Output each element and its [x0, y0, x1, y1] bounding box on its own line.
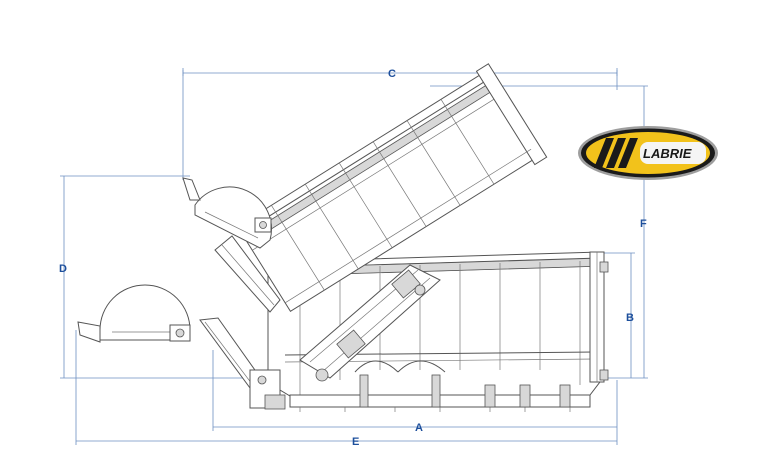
dimension-e-label: E: [352, 436, 359, 448]
bin-lowered: [77, 284, 191, 343]
dimension-d-label: D: [59, 263, 67, 275]
logo-stripes-icon: [594, 138, 638, 168]
logo-text: LABRIE: [643, 146, 692, 161]
dimension-b-label: B: [626, 312, 634, 324]
dimension-f-label: F: [640, 218, 647, 230]
truck-body-raised: [236, 63, 548, 313]
dimension-c-label: C: [388, 68, 396, 80]
dimension-a-label: A: [415, 422, 423, 434]
loader-arm: [199, 235, 286, 410]
lift-arm: [299, 264, 441, 382]
bin-raised: [182, 177, 272, 249]
labrie-logo: LABRIE: [578, 126, 718, 180]
